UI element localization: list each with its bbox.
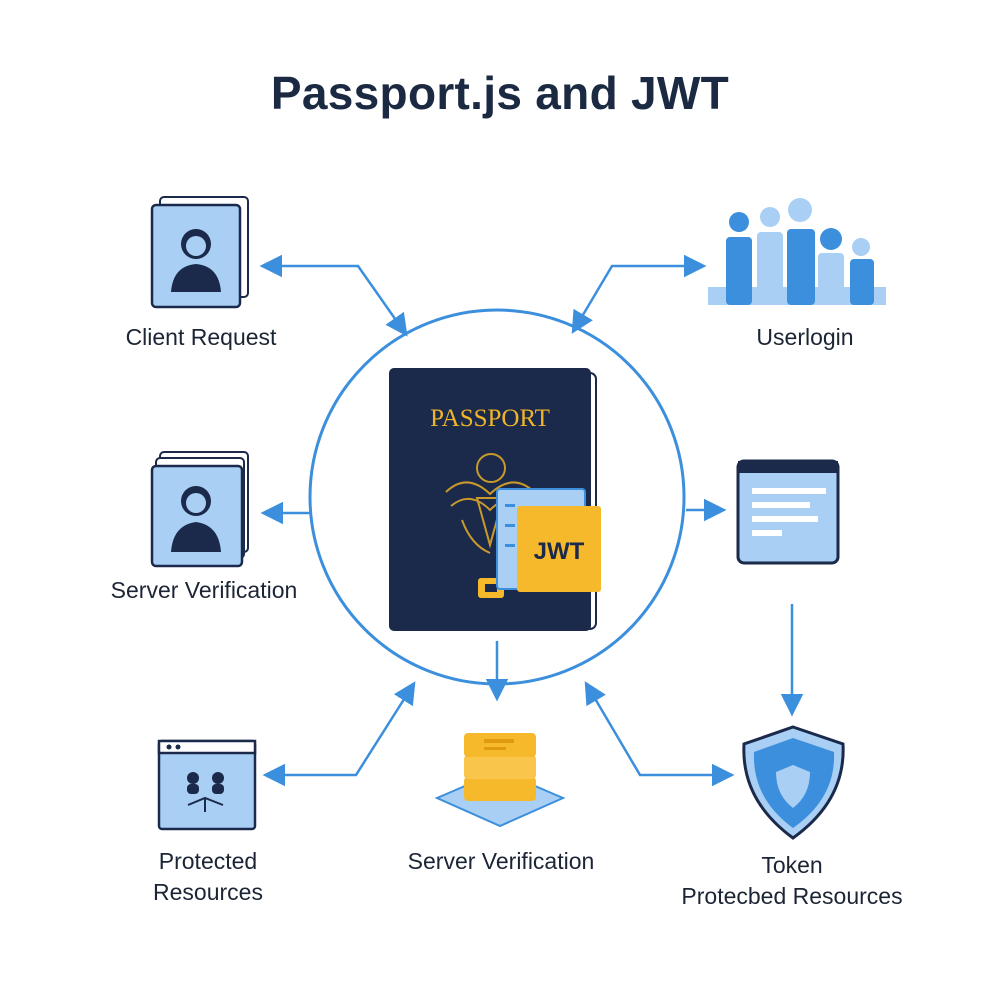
users-group-icon [708,198,886,305]
jwt-badge-text: JWT [534,538,585,565]
passport-text: PASSPORT [430,405,550,432]
document-icon [736,459,840,565]
protected-resources-label: Protected Resources [118,846,298,908]
server-verification-left-label: Server Verification [110,577,298,603]
arrow-protected-resources [262,681,416,787]
server-verification-bottom-label: Server Verification [407,848,595,874]
client-request-icon [150,196,249,309]
token-label-line-2: Protecbed Resources [681,883,903,909]
arrow-userlogin [571,254,707,334]
token-label-line-1: Token [761,852,823,878]
passport-book-icon: PASSPORT JWT [389,368,601,631]
jwt-badge [517,506,601,592]
token-protected-label: Token Protecbed Resources [656,850,928,912]
arrow-client-request [259,254,408,337]
protected-resources-line-1: Protected [158,848,258,874]
server-stack-icon [434,733,566,828]
userlogin-label: Userlogin [756,324,854,350]
browser-window-icon [157,739,257,831]
shield-icon [742,725,845,840]
page-title: Passport.js and JWT [270,67,730,119]
client-request-label: Client Request [125,324,277,350]
server-verification-profile-icon [150,451,249,568]
protected-resources-line-2: Resources [153,879,263,905]
arrow-token [584,681,735,787]
connectors [259,254,804,787]
